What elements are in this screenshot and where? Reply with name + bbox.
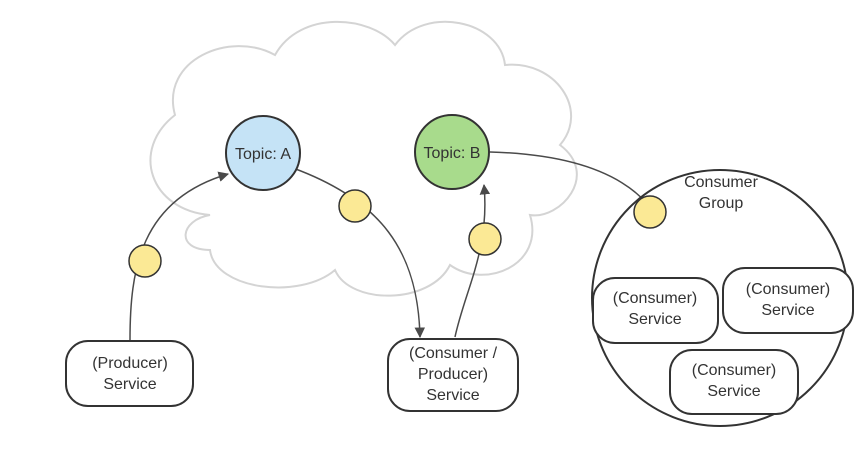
- producer-to-topic-a-arrow: [129, 171, 230, 341]
- consumer-group-label-line1: Consumer: [684, 174, 758, 191]
- topic-a-to-consumer-producer-arrow: [292, 167, 426, 339]
- event-dot: [338, 189, 372, 223]
- consumer-service-2: (Consumer) Service: [722, 267, 854, 334]
- event-dot: [633, 195, 667, 229]
- consumer-service-2-line2: Service: [761, 302, 814, 319]
- consumer-service-3: (Consumer) Service: [669, 349, 799, 415]
- topic-a-node: Topic: A: [225, 115, 301, 191]
- consumer-producer-service-line1: (Consumer /: [409, 345, 498, 362]
- consumer-service-3-line1: (Consumer): [692, 362, 776, 379]
- consumer-service-3-line2: Service: [707, 383, 760, 400]
- producer-service: (Producer) Service: [65, 340, 194, 407]
- topic-b-label: Topic: B: [424, 145, 481, 162]
- consumer-service-1-line2: Service: [628, 311, 681, 328]
- consumer-producer-service-line3: Service: [426, 387, 479, 404]
- event-dot: [128, 244, 162, 278]
- consumer-service-1: (Consumer) Service: [592, 277, 719, 344]
- consumer-service-1-line1: (Consumer): [613, 290, 697, 307]
- consumer-producer-service: (Consumer / Producer) Service: [387, 338, 519, 412]
- producer-service-line2: Service: [103, 376, 156, 393]
- event-dot: [468, 222, 502, 256]
- consumer-group-label-line2: Group: [699, 195, 744, 212]
- consumer-service-2-line1: (Consumer): [746, 281, 830, 298]
- topic-b-node: Topic: B: [414, 114, 490, 190]
- consumer-producer-to-topic-b-arrow: [454, 183, 491, 338]
- topic-a-label: Topic: A: [235, 146, 291, 163]
- consumer-producer-service-line2: Producer): [418, 366, 488, 383]
- producer-service-line1: (Producer): [92, 355, 168, 372]
- cloud-shape: [149, 20, 578, 297]
